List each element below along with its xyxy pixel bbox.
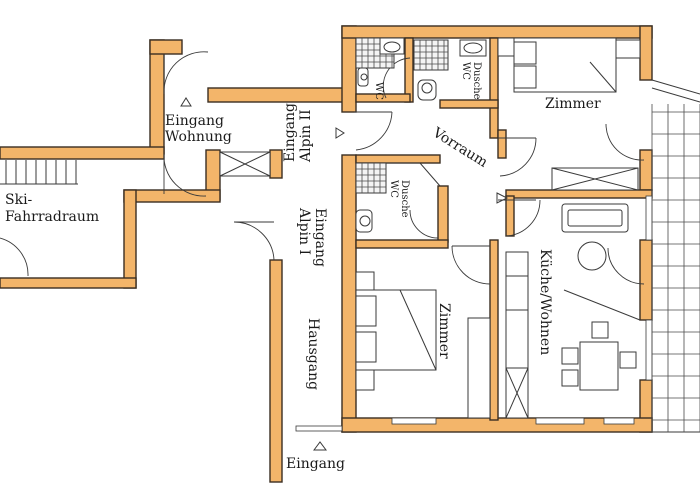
wall-segment bbox=[489, 239, 499, 421]
pillow bbox=[355, 295, 377, 327]
wall-segment bbox=[355, 93, 411, 103]
dining-table bbox=[579, 341, 619, 391]
wall-segment bbox=[207, 87, 349, 103]
label-ski-fahrradraum: Ski-Fahrradraum bbox=[5, 192, 99, 225]
nightstand bbox=[355, 271, 375, 291]
chair bbox=[619, 351, 637, 369]
label-kueche-wohnen: Küche/Wohnen bbox=[537, 249, 553, 355]
wall-segment bbox=[439, 99, 499, 109]
wall-segment bbox=[341, 25, 357, 113]
shower-tray bbox=[413, 39, 449, 71]
terrace bbox=[651, 79, 700, 433]
chair bbox=[561, 369, 579, 387]
label-zimmer-bottom: Zimmer bbox=[436, 303, 452, 359]
label-dusche-wc-top: DuscheWC bbox=[460, 62, 482, 100]
window bbox=[391, 417, 437, 425]
entrance-marker bbox=[496, 192, 509, 204]
label-wc: WC bbox=[373, 82, 384, 100]
label-eingang-alpin-2: EingangAlpin II bbox=[282, 103, 314, 163]
pillow bbox=[513, 41, 537, 65]
wall-segment bbox=[355, 154, 441, 164]
nightstand bbox=[355, 369, 375, 391]
window bbox=[535, 417, 585, 425]
label-dusche-wc-mid: DuscheWC bbox=[388, 180, 410, 218]
nightstand bbox=[497, 37, 515, 57]
entrance-markers bbox=[180, 97, 509, 451]
wall-segment bbox=[639, 25, 653, 81]
wall-segment bbox=[355, 239, 449, 249]
wall-segment bbox=[341, 154, 357, 433]
wall-segment bbox=[149, 39, 183, 55]
pillow bbox=[355, 331, 377, 363]
wall-segment bbox=[639, 149, 653, 191]
chair bbox=[591, 321, 609, 339]
label-eingang: Eingang bbox=[286, 456, 345, 472]
wall-segment bbox=[269, 259, 283, 483]
wall-segment bbox=[437, 185, 449, 243]
wall-segment bbox=[0, 277, 137, 289]
entrance-marker bbox=[335, 127, 345, 139]
label-hausgang: Hausgang bbox=[305, 318, 321, 390]
fixtures bbox=[0, 37, 641, 419]
doors bbox=[0, 51, 645, 285]
nightstand bbox=[615, 39, 641, 59]
wall-segment bbox=[639, 239, 653, 321]
wall-segment bbox=[149, 39, 165, 155]
label-zimmer-top: Zimmer bbox=[545, 96, 601, 112]
shower-tray bbox=[355, 162, 387, 194]
wardrobe bbox=[467, 317, 491, 419]
entrance-marker bbox=[313, 441, 327, 451]
window bbox=[603, 417, 635, 425]
wall-segment bbox=[123, 189, 137, 289]
label-eingang-alpin-1: EingangAlpin I bbox=[296, 207, 328, 267]
wall-segment bbox=[0, 146, 165, 160]
wall-segment bbox=[269, 149, 283, 179]
pillow bbox=[513, 65, 537, 89]
window bbox=[645, 319, 653, 381]
label-vorraum: Vorraum bbox=[429, 124, 490, 171]
wall-segment bbox=[505, 189, 653, 199]
window bbox=[645, 195, 653, 241]
wall-segment bbox=[497, 129, 507, 159]
wall-segment bbox=[505, 195, 515, 237]
wall-segment bbox=[341, 25, 653, 39]
wall-segment bbox=[404, 37, 414, 103]
entrance-marker bbox=[180, 97, 192, 107]
windows bbox=[295, 195, 653, 432]
wall-segment bbox=[489, 37, 499, 139]
chair bbox=[561, 347, 579, 365]
coffee-table bbox=[577, 241, 607, 271]
window bbox=[295, 425, 343, 432]
